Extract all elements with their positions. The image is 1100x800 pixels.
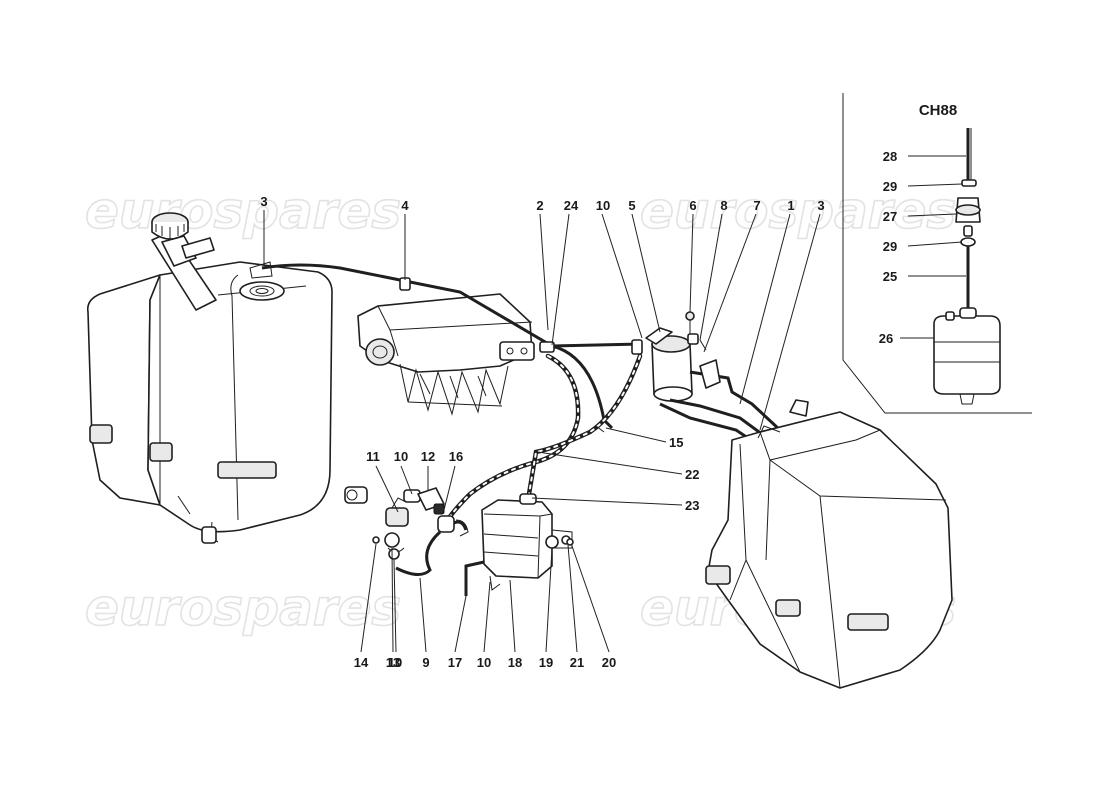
callout-11: 11 [366, 449, 380, 464]
callout-3: 3 [260, 194, 267, 209]
right-fuel-tank [705, 399, 953, 689]
callout-10: 10 [388, 655, 402, 670]
watermark-text: eurospares [640, 182, 956, 240]
callout-23: 23 [685, 498, 699, 513]
callout-20: 20 [602, 655, 616, 670]
callout-10: 10 [394, 449, 408, 464]
callout-9: 9 [422, 655, 429, 670]
callout-7: 7 [753, 198, 760, 213]
callout-12: 12 [421, 449, 435, 464]
callout-21: 21 [570, 655, 584, 670]
vent-line [249, 261, 643, 430]
watermark-text: eurospares [85, 182, 401, 240]
callout-2: 2 [536, 198, 543, 213]
callout-13: 13 [386, 655, 400, 670]
valve-canister [645, 311, 707, 402]
callout-labels: 3 4 2 24 10 5 6 8 7 1 3 15 22 23 11 10 1… [260, 102, 957, 670]
callout-26: 26 [879, 331, 893, 346]
callout-10: 10 [477, 655, 491, 670]
callout-18: 18 [508, 655, 522, 670]
callout-27: 27 [883, 209, 897, 224]
hose-22 [441, 353, 643, 529]
callout-17: 17 [448, 655, 462, 670]
carbon-canister [481, 493, 573, 591]
intake-plenum [357, 293, 535, 416]
callout-19: 19 [539, 655, 553, 670]
callout-29: 29 [883, 239, 897, 254]
lower-hoses [395, 520, 485, 596]
filler-neck [151, 212, 217, 311]
callout-25: 25 [883, 269, 897, 284]
callout-6: 6 [689, 198, 696, 213]
callout-24: 24 [564, 198, 579, 213]
callout-10: 10 [596, 198, 610, 213]
small-fittings [372, 487, 574, 560]
watermark-text: eurospares [85, 579, 401, 637]
callout-5: 5 [628, 198, 635, 213]
callout-22: 22 [685, 467, 699, 482]
reference-code: CH88 [919, 102, 957, 119]
inset-ch88 [933, 128, 1001, 405]
callout-15: 15 [669, 435, 683, 450]
callout-14: 14 [354, 655, 369, 670]
callout-4: 4 [401, 198, 409, 213]
callout-8: 8 [720, 198, 727, 213]
callout-29: 29 [883, 179, 897, 194]
left-fuel-tank [86, 261, 368, 544]
leader-lines [263, 155, 966, 653]
callout-1: 1 [787, 198, 794, 213]
callout-3: 3 [817, 198, 824, 213]
callout-16: 16 [449, 449, 463, 464]
inset-divider [842, 93, 1032, 414]
callout-28: 28 [883, 149, 897, 164]
tank-feed-pipes [659, 359, 782, 448]
